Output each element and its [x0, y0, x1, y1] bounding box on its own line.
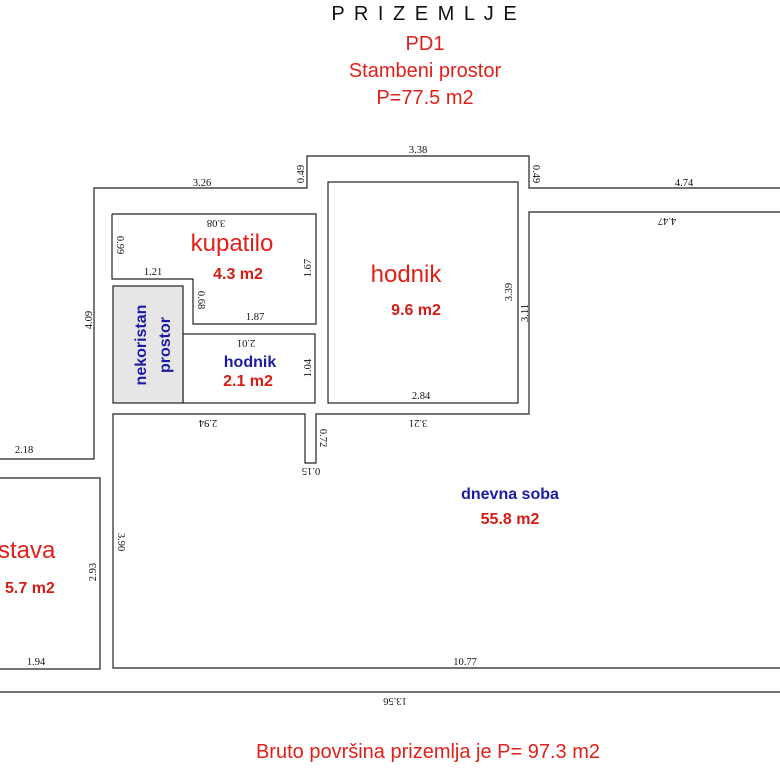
dim-label: 4.74: [675, 178, 694, 189]
room-name-kupatilo: kupatilo: [191, 230, 274, 257]
dim-label: 2.94: [198, 417, 217, 428]
dim-label: 3.26: [193, 178, 211, 189]
dim-label: 2.18: [15, 445, 33, 456]
unit-area: P=77.5 m2: [376, 87, 474, 109]
walls: [0, 155, 780, 693]
room-name-hodnik-main: hodnik: [371, 261, 443, 288]
dim-label: 0.49: [296, 165, 307, 183]
dim-label: 3.08: [207, 217, 225, 228]
dim-label: 0.15: [302, 465, 320, 476]
unusable-line1: nekoristan: [133, 305, 150, 386]
dim-label: 0.99: [114, 236, 125, 254]
dim-label: 1.67: [303, 259, 314, 277]
unit-label: PD1: [405, 33, 445, 55]
dim-label: 1.87: [246, 312, 264, 323]
dim-label: 3.38: [409, 145, 427, 156]
dim-label: 2.01: [237, 337, 255, 348]
bathroom-wall: [111, 213, 317, 325]
dim-label: 3.11: [520, 304, 531, 322]
unit-type: Stambeni prostor: [348, 60, 502, 82]
main-hallway-wall: [327, 181, 519, 404]
room-name-hodnik-small: hodnik: [224, 354, 277, 371]
dim-label: 3.90: [115, 533, 126, 551]
room-area-hodnik-main: 9.6 m2: [391, 302, 441, 319]
dim-label: 1.94: [27, 657, 46, 668]
dim-label: 1.21: [144, 267, 162, 278]
dim-label: 4.09: [84, 311, 95, 329]
dim-label: 1.04: [303, 358, 314, 377]
unusable-line2: prostor: [157, 317, 174, 373]
dim-label: 10.77: [453, 657, 477, 668]
room-area-hodnik-small: 2.1 m2: [223, 373, 273, 390]
dim-label: 13.56: [383, 695, 407, 706]
storage-wall: [0, 477, 101, 670]
room-name-dnevna: dnevna soba: [461, 486, 559, 503]
room-area-kupatilo: 4.3 m2: [213, 266, 263, 283]
outer-wall: [0, 155, 780, 460]
floor-title: P R I Z E M L J E: [331, 3, 519, 25]
dim-label: 0.49: [530, 165, 541, 183]
dim-label: 4.47: [658, 215, 676, 226]
dim-label: 3.39: [504, 283, 515, 301]
unusable-space-label: nekoristan prostor: [133, 305, 174, 386]
dim-label: 3.21: [409, 417, 427, 428]
dim-label: 0.68: [195, 291, 206, 309]
room-name-ostava: stava: [0, 537, 56, 564]
dim-label: 2.93: [88, 563, 99, 581]
dim-label: 2.84: [412, 391, 431, 402]
dim-label: 0.72: [317, 429, 328, 447]
room-area-dnevna: 55.8 m2: [481, 511, 540, 528]
unusable-space-fill: [112, 285, 184, 404]
room-area-ostava: 5.7 m2: [5, 580, 55, 597]
inner-wall: [112, 211, 780, 669]
gross-area-footer: Bruto površina prizemlja je P= 97.3 m2: [255, 741, 601, 763]
